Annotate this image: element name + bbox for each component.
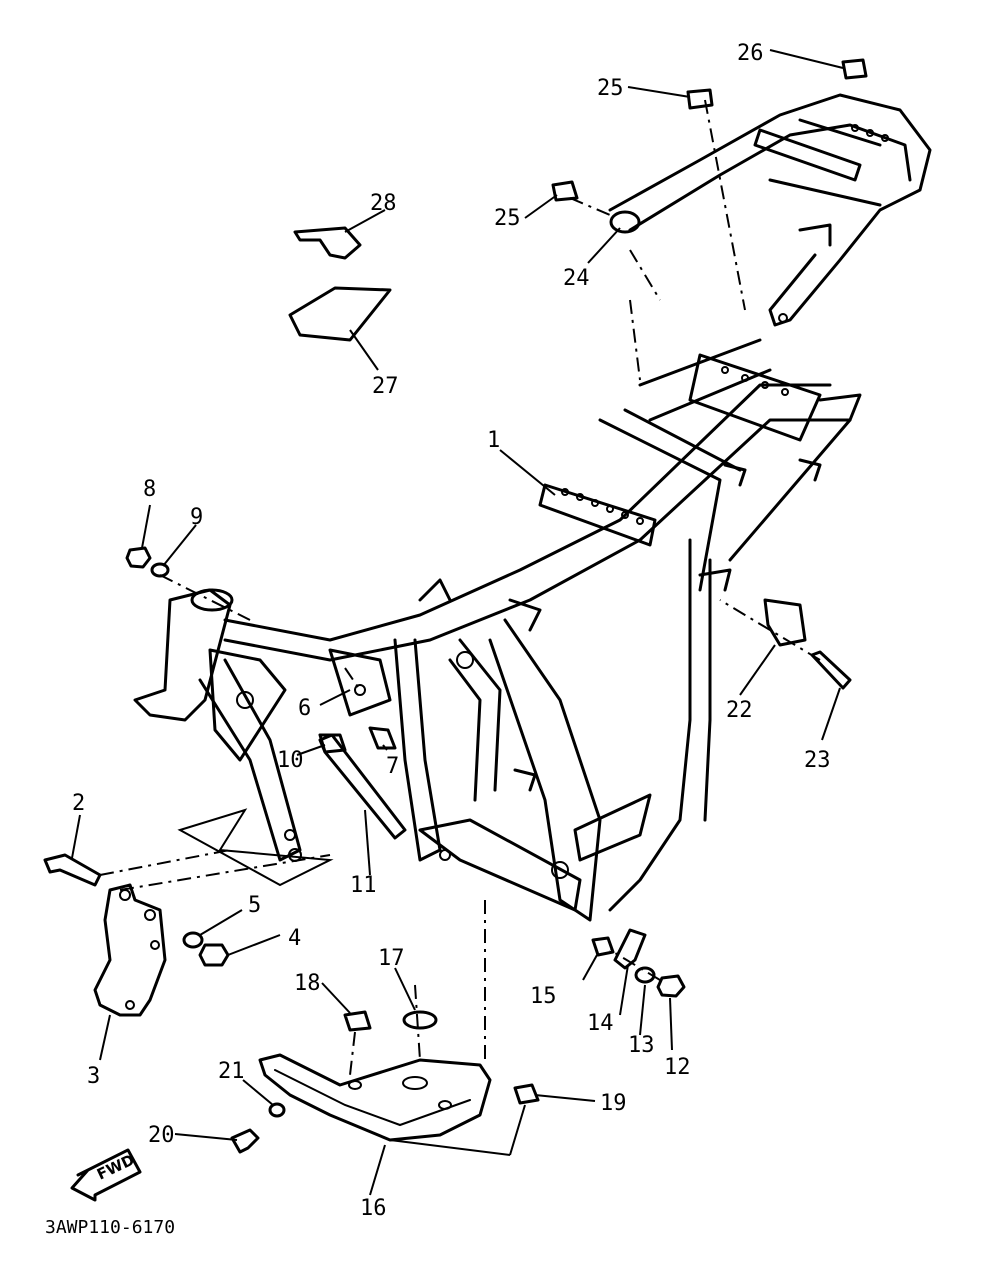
callout-27: 27	[372, 374, 399, 399]
callout-12: 12	[664, 1055, 691, 1080]
leader-lines	[71, 49, 844, 1196]
callout-14: 14	[587, 1011, 614, 1036]
callout-11: 11	[350, 873, 377, 898]
callout-18: 18	[294, 971, 321, 996]
callout-25a: 25	[597, 76, 624, 101]
callout-9: 9	[190, 505, 203, 530]
callout-24: 24	[563, 266, 590, 291]
callout-10: 10	[277, 748, 304, 773]
callout-4: 4	[288, 926, 301, 951]
callout-22: 22	[726, 698, 753, 723]
assembly-lines	[99, 99, 821, 1076]
callout-15: 15	[530, 984, 557, 1009]
callout-25b: 25	[494, 206, 521, 231]
under-guard	[258, 1053, 492, 1142]
callout-3: 3	[87, 1064, 100, 1089]
diagram-code: 3AWP110-6170	[45, 1217, 175, 1238]
small-parts	[43, 58, 868, 1154]
main-frame	[133, 338, 862, 922]
callout-20: 20	[148, 1123, 175, 1148]
callout-13: 13	[628, 1033, 655, 1058]
callout-6: 6	[298, 696, 311, 721]
callout-17: 17	[378, 946, 405, 971]
callout-23: 23	[804, 748, 831, 773]
callout-numbers: 1 2 3 4 5 6 7 8 9 10 11 12 13 14 15 16 1…	[72, 41, 831, 1221]
callout-19: 19	[600, 1091, 627, 1116]
callout-28: 28	[370, 191, 397, 216]
engine-bracket	[93, 883, 167, 1017]
callout-2: 2	[72, 791, 85, 816]
callout-16: 16	[360, 1196, 387, 1221]
callout-7: 7	[386, 754, 399, 779]
callout-8: 8	[143, 477, 156, 502]
callout-1: 1	[487, 428, 500, 453]
callout-26: 26	[737, 41, 764, 66]
fwd-arrow-icon: FWD	[70, 1148, 142, 1202]
rear-subframe	[608, 93, 932, 327]
callout-5: 5	[248, 893, 261, 918]
callout-21: 21	[218, 1059, 245, 1084]
